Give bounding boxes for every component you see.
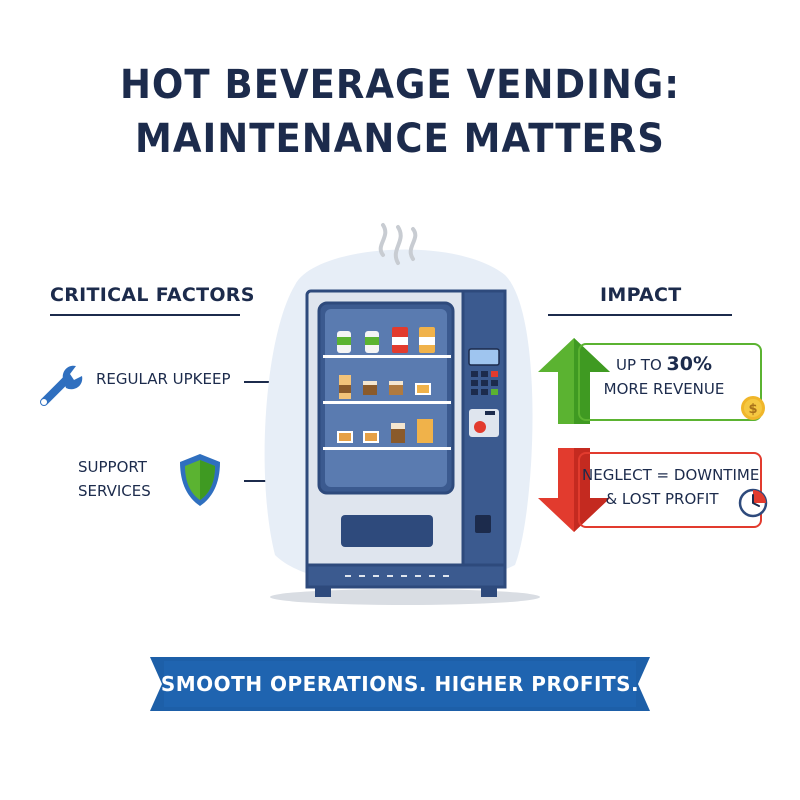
clock-icon — [738, 488, 768, 518]
downtime-line-2: & LOST PROFIT — [605, 490, 719, 508]
critical-factors-underline — [50, 314, 240, 316]
page-title: HOT BEVERAGE VENDING: MAINTENANCE MATTER… — [0, 58, 800, 166]
critical-factors-heading: CRITICAL FACTORS — [50, 284, 255, 306]
title-line-2: MAINTENANCE MATTERS — [135, 115, 665, 162]
downtime-impact-text: NEGLECT = DOWNTIME & LOST PROFIT — [582, 463, 760, 511]
revenue-line-2: MORE REVENUE — [603, 380, 725, 398]
downtime-impact-box — [578, 452, 762, 528]
banner-text: SMOOTH OPERATIONS. HIGHER PROFITS. — [160, 672, 640, 696]
regular-upkeep-label: REGULAR UPKEEP — [96, 370, 231, 388]
tagline-banner: SMOOTH OPERATIONS. HIGHER PROFITS. — [150, 657, 650, 711]
green-up-arrow-icon — [538, 338, 610, 424]
red-down-arrow-icon — [538, 448, 610, 532]
support-services-label: SUPPORT SERVICES — [78, 455, 151, 503]
shield-icon — [180, 454, 220, 506]
downtime-line-1: NEGLECT = DOWNTIME — [582, 466, 760, 484]
impact-underline — [548, 314, 732, 316]
revenue-line-1: UP TO 30% — [584, 352, 744, 377]
wrench-icon — [40, 365, 83, 406]
coin-icon: $ — [741, 396, 765, 420]
impact-heading: IMPACT — [600, 284, 682, 306]
revenue-impact-box — [578, 343, 762, 421]
revenue-prefix: UP TO — [615, 356, 667, 374]
revenue-impact-text: UP TO 30% MORE REVENUE — [584, 352, 744, 401]
svg-text:$: $ — [748, 402, 757, 417]
support-label-line-2: SERVICES — [78, 482, 151, 500]
vending-machine-illustration — [264, 223, 540, 605]
revenue-value: 30% — [666, 353, 712, 375]
support-label-line-1: SUPPORT — [78, 458, 147, 476]
banner-ribbon — [150, 657, 650, 711]
title-line-1: HOT BEVERAGE VENDING: — [119, 61, 681, 108]
